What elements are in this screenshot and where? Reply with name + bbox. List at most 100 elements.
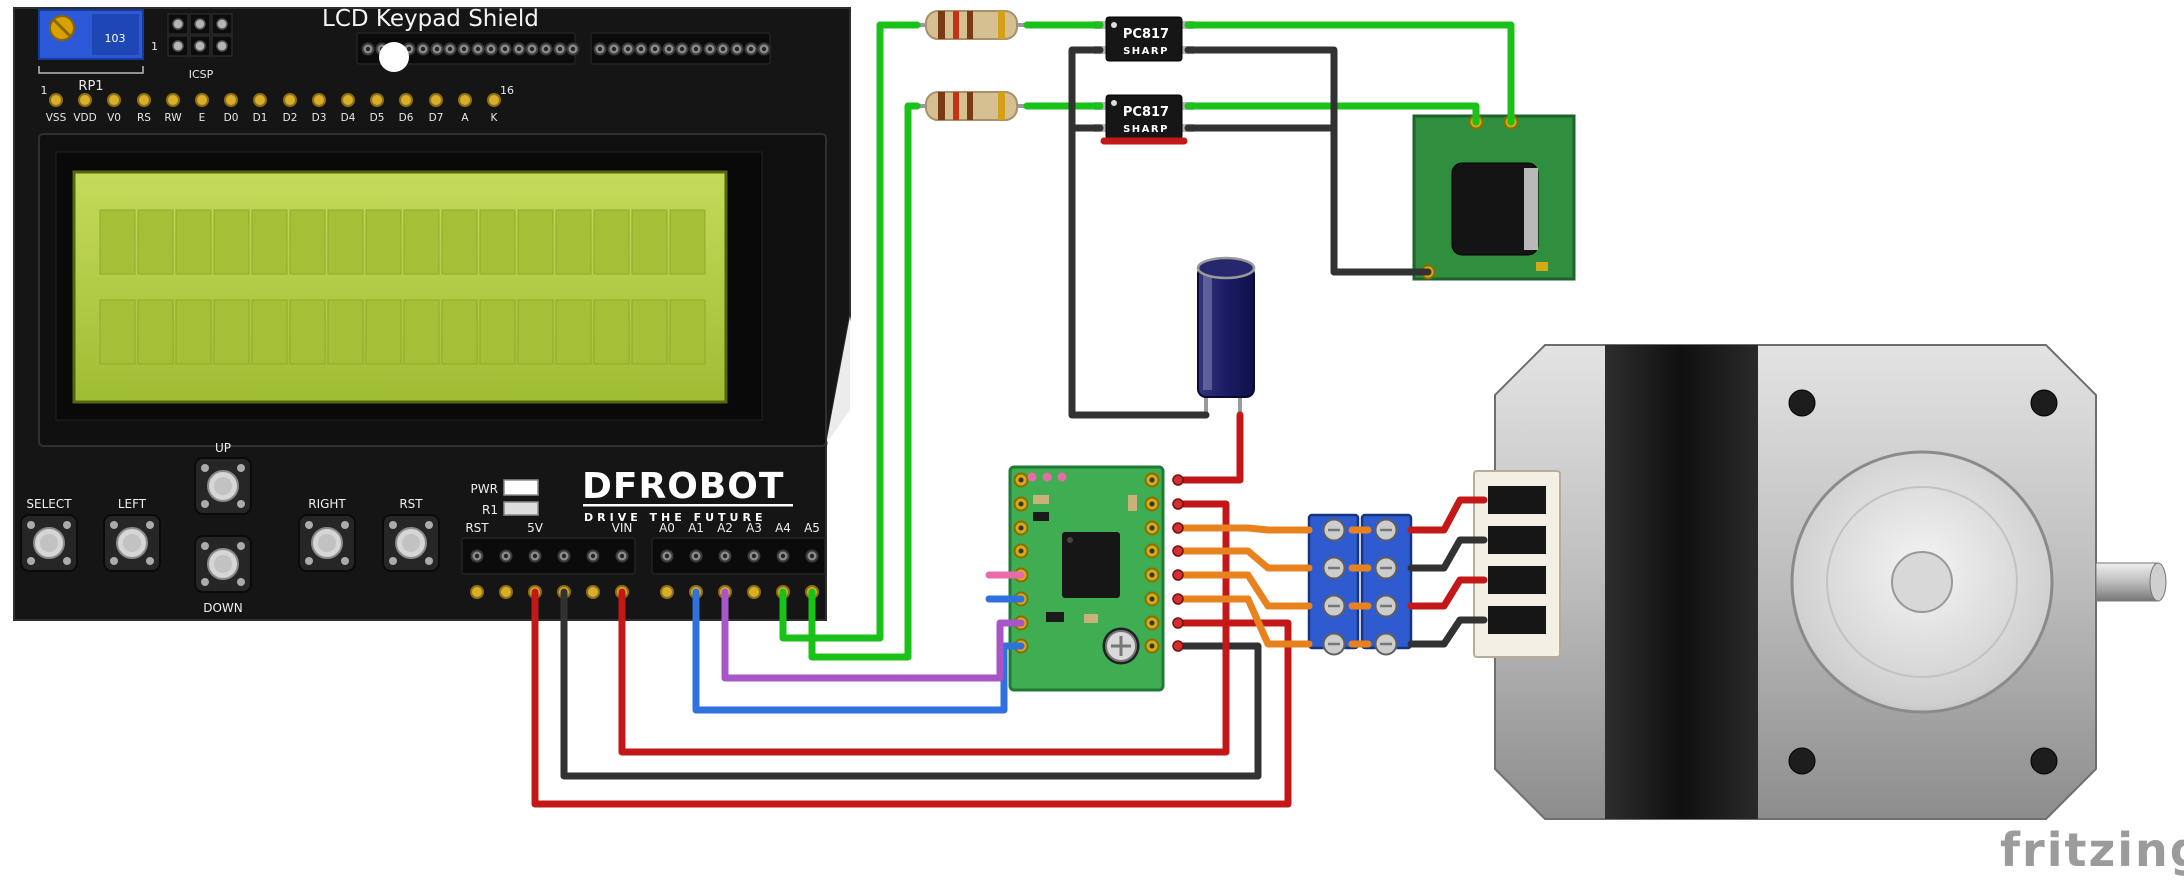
down-button-label: DOWN — [203, 601, 243, 615]
icsp-header[interactable]: 1 ICSP — [151, 13, 233, 81]
wire-purple-a2[interactable] — [721, 588, 1025, 682]
up-button[interactable] — [194, 457, 252, 515]
vin-pin-label: VIN — [612, 521, 633, 535]
select-button[interactable] — [20, 514, 78, 572]
stepper-motor[interactable] — [1473, 344, 2167, 820]
power-module-board[interactable] — [1412, 114, 1576, 281]
down-button[interactable] — [194, 535, 252, 593]
rst-button-label: RST — [399, 497, 423, 511]
pin-label: V0 — [107, 112, 121, 124]
wire-orange-3[interactable] — [1176, 571, 1313, 610]
optocoupler-2[interactable]: PC817 SHARP — [1094, 94, 1194, 140]
wire-motor-black-2[interactable] — [1407, 616, 1488, 648]
a0-pin-label: A0 — [659, 521, 675, 535]
opto1-brand-label: SHARP — [1123, 46, 1169, 57]
resistor-1[interactable] — [915, 10, 1029, 40]
left-button-label: LEFT — [118, 497, 147, 511]
pin1-dot-icon — [1111, 22, 1117, 28]
wire-red-5v[interactable] — [531, 588, 1292, 808]
shield-title: LCD Keypad Shield — [322, 6, 539, 32]
terminal-block-2[interactable] — [1360, 513, 1413, 656]
wire-red-vin[interactable] — [618, 500, 1230, 756]
opto2-part-label: PC817 — [1123, 105, 1169, 120]
brand-text: DFROBOT — [582, 466, 784, 507]
select-button-label: SELECT — [26, 497, 72, 511]
wire-orange-4[interactable] — [1176, 595, 1313, 648]
smd-component — [1046, 612, 1064, 622]
electrolytic-capacitor[interactable] — [1196, 256, 1256, 417]
pin-label: A — [461, 112, 469, 124]
pin-number-last: 16 — [500, 84, 514, 97]
lcd-pin-row[interactable]: 1 16 VSS VDD V0 RS RW E D0 D1 D2 D3 D4 D… — [41, 84, 515, 124]
motor-screw-hole — [1788, 389, 1816, 417]
wire-green-6[interactable] — [1184, 102, 1480, 126]
resistor-2[interactable] — [915, 91, 1029, 121]
wire-motor-black-1[interactable] — [1407, 536, 1488, 572]
right-button[interactable] — [298, 514, 356, 572]
left-button[interactable] — [103, 514, 161, 572]
pin-label: D6 — [399, 112, 414, 124]
wire-motor-red-1[interactable] — [1407, 496, 1488, 534]
wire-motor-red-2[interactable] — [1407, 576, 1488, 610]
5v-pin-label: 5V — [527, 521, 544, 535]
power-pin-header[interactable]: RST 5V VIN — [461, 521, 636, 599]
pwr-led — [503, 479, 539, 496]
motor-connector[interactable] — [1473, 470, 1561, 658]
driver-pad-pink — [1027, 472, 1037, 482]
a5-pin-label: A5 — [804, 521, 820, 535]
driver-trimpot[interactable] — [1102, 627, 1140, 665]
wire-orange-2[interactable] — [1176, 547, 1313, 572]
wire-red-cap[interactable] — [1176, 411, 1244, 484]
pin-label: VSS — [46, 112, 67, 124]
stepper-driver-board[interactable] — [1008, 465, 1165, 692]
driver-pad-pink — [1042, 472, 1052, 482]
lcd-screen — [72, 170, 728, 404]
rst-button[interactable] — [382, 514, 440, 572]
trimpot-marking: 103 — [105, 32, 126, 45]
pin-label: E — [199, 112, 206, 124]
driver-connection-dots — [1172, 474, 1184, 652]
icsp-pin1-label: 1 — [151, 40, 158, 53]
wires — [531, 21, 1515, 808]
pin-label: K — [491, 112, 499, 124]
icsp-label: ICSP — [189, 68, 214, 81]
wire-black-gnd[interactable] — [560, 588, 1262, 780]
wire-green-1[interactable] — [779, 21, 921, 642]
pin-label: D4 — [341, 112, 356, 124]
header-socket-row-2[interactable] — [590, 32, 771, 65]
lcd-display[interactable] — [38, 133, 827, 447]
trimpot-label: RP1 — [78, 79, 103, 94]
header-socket-row-1[interactable] — [356, 32, 580, 65]
pin-label: D1 — [253, 112, 268, 124]
wire-black-1[interactable] — [1068, 46, 1210, 419]
smd-component — [1128, 495, 1137, 511]
smd-component — [1033, 512, 1049, 521]
terminal-block-1[interactable] — [1307, 513, 1360, 656]
trimpot-rp1[interactable]: 103 RP1 — [38, 9, 144, 94]
wire-blue-a1[interactable] — [692, 588, 1025, 714]
optocoupler-1[interactable]: PC817 SHARP — [1094, 16, 1194, 62]
wire-green-2[interactable] — [808, 102, 921, 661]
smd-component — [1033, 495, 1049, 504]
dfrobot-logo: DFROBOT DRIVE THE FUTURE — [582, 466, 793, 524]
lcd-keypad-shield[interactable]: 103 RP1 1 ICSP LCD Keypad Shield — [13, 6, 851, 621]
analog-pin-header[interactable]: A0 A1 A2 A3 A4 A5 — [651, 521, 826, 599]
module-component-band — [1524, 168, 1538, 250]
wire-green-5[interactable] — [1184, 21, 1515, 126]
smd-component — [1084, 614, 1098, 623]
motor-screw-hole — [1788, 747, 1816, 775]
pin-label: RW — [164, 112, 182, 124]
shield-edge-wedge — [826, 316, 850, 444]
motor-hub — [1891, 551, 1953, 613]
a2-pin-label: A2 — [717, 521, 733, 535]
driver-pad-pink — [1057, 472, 1067, 482]
pin1-dot-icon — [1111, 100, 1117, 106]
opto1-part-label: PC817 — [1123, 27, 1169, 42]
r1-chip — [503, 501, 539, 516]
wire-orange-1[interactable] — [1176, 524, 1313, 534]
a4-pin-label: A4 — [775, 521, 791, 535]
rst-pin-label: RST — [465, 521, 489, 535]
pin-label: D0 — [224, 112, 239, 124]
wire-black-3[interactable] — [1184, 46, 1432, 276]
